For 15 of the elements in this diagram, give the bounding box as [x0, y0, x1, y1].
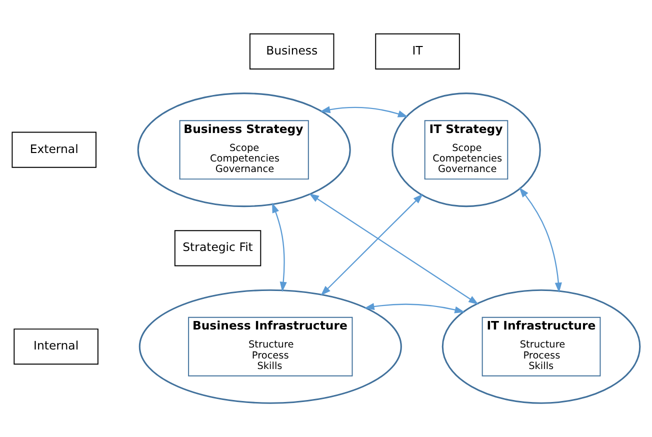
- node-ellipse: IT Strategy Scope Competencies Governance: [392, 92, 541, 208]
- arrow: [320, 106, 408, 118]
- node-ellipse: IT Infrastructure Structure Process Skills: [442, 289, 641, 404]
- node-box: Strategic Fit: [174, 230, 262, 266]
- arrow: [272, 202, 287, 292]
- node-ellipse: Business Infrastructure Structure Process Skills: [138, 289, 402, 404]
- node-box: Business: [249, 33, 334, 70]
- arrow: [519, 187, 562, 293]
- arrow: [320, 194, 424, 296]
- node-box: External: [12, 132, 96, 168]
- arrow: [308, 193, 479, 305]
- node-box: Internal: [14, 328, 98, 365]
- node-box: IT: [375, 33, 460, 70]
- arrow: [364, 303, 465, 314]
- node-ellipse: Business Strategy Scope Competencies Governance: [137, 92, 351, 208]
